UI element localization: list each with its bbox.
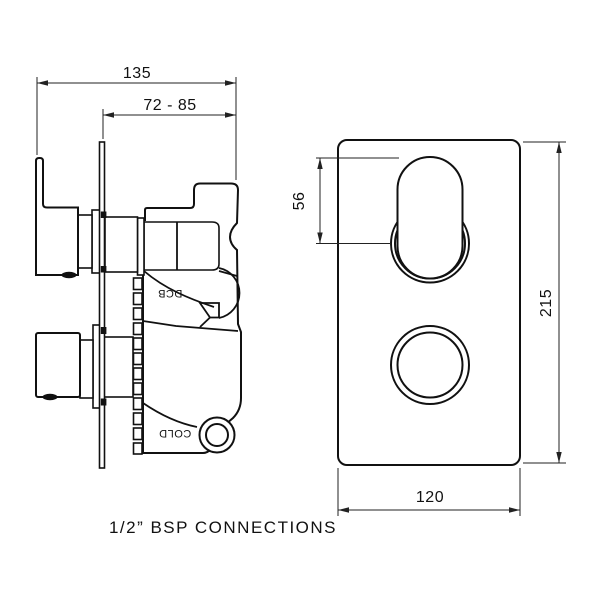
cartridge-marking: DCB bbox=[158, 287, 183, 299]
dim-215: 215 bbox=[523, 141, 566, 464]
front-knob bbox=[390, 325, 470, 405]
dim-72-85: 72 - 85 bbox=[102, 97, 236, 139]
upper-valve-neck bbox=[104, 216, 145, 276]
lever-handle-side bbox=[35, 157, 103, 279]
valve-body-side: DCB COLD bbox=[142, 182, 242, 454]
side-view: DCB COLD bbox=[35, 65, 242, 469]
grub-screw-lower bbox=[42, 393, 58, 401]
dim-120-label: 120 bbox=[416, 489, 444, 506]
dim-215-label: 215 bbox=[538, 289, 555, 317]
cold-inlet-marking: COLD bbox=[159, 427, 192, 439]
dim-56: 56 bbox=[291, 157, 399, 244]
dim-72-85-label: 72 - 85 bbox=[143, 97, 196, 114]
dim-135-label: 135 bbox=[123, 65, 151, 82]
dim-135: 135 bbox=[36, 65, 237, 180]
wall-plate bbox=[98, 141, 106, 469]
dim-56-label: 56 bbox=[291, 192, 308, 211]
knob-handle-side bbox=[35, 324, 103, 409]
outlet-port bbox=[198, 416, 236, 454]
front-view: 56 215 120 bbox=[291, 139, 566, 516]
dim-120: 120 bbox=[337, 468, 521, 516]
lower-valve-neck bbox=[103, 336, 134, 398]
threaded-connections bbox=[132, 277, 143, 455]
caption: 1/2” BSP CONNECTIONS bbox=[109, 518, 337, 537]
cartridge-nut bbox=[143, 221, 220, 271]
front-plate bbox=[337, 139, 521, 466]
front-lever bbox=[390, 156, 470, 284]
